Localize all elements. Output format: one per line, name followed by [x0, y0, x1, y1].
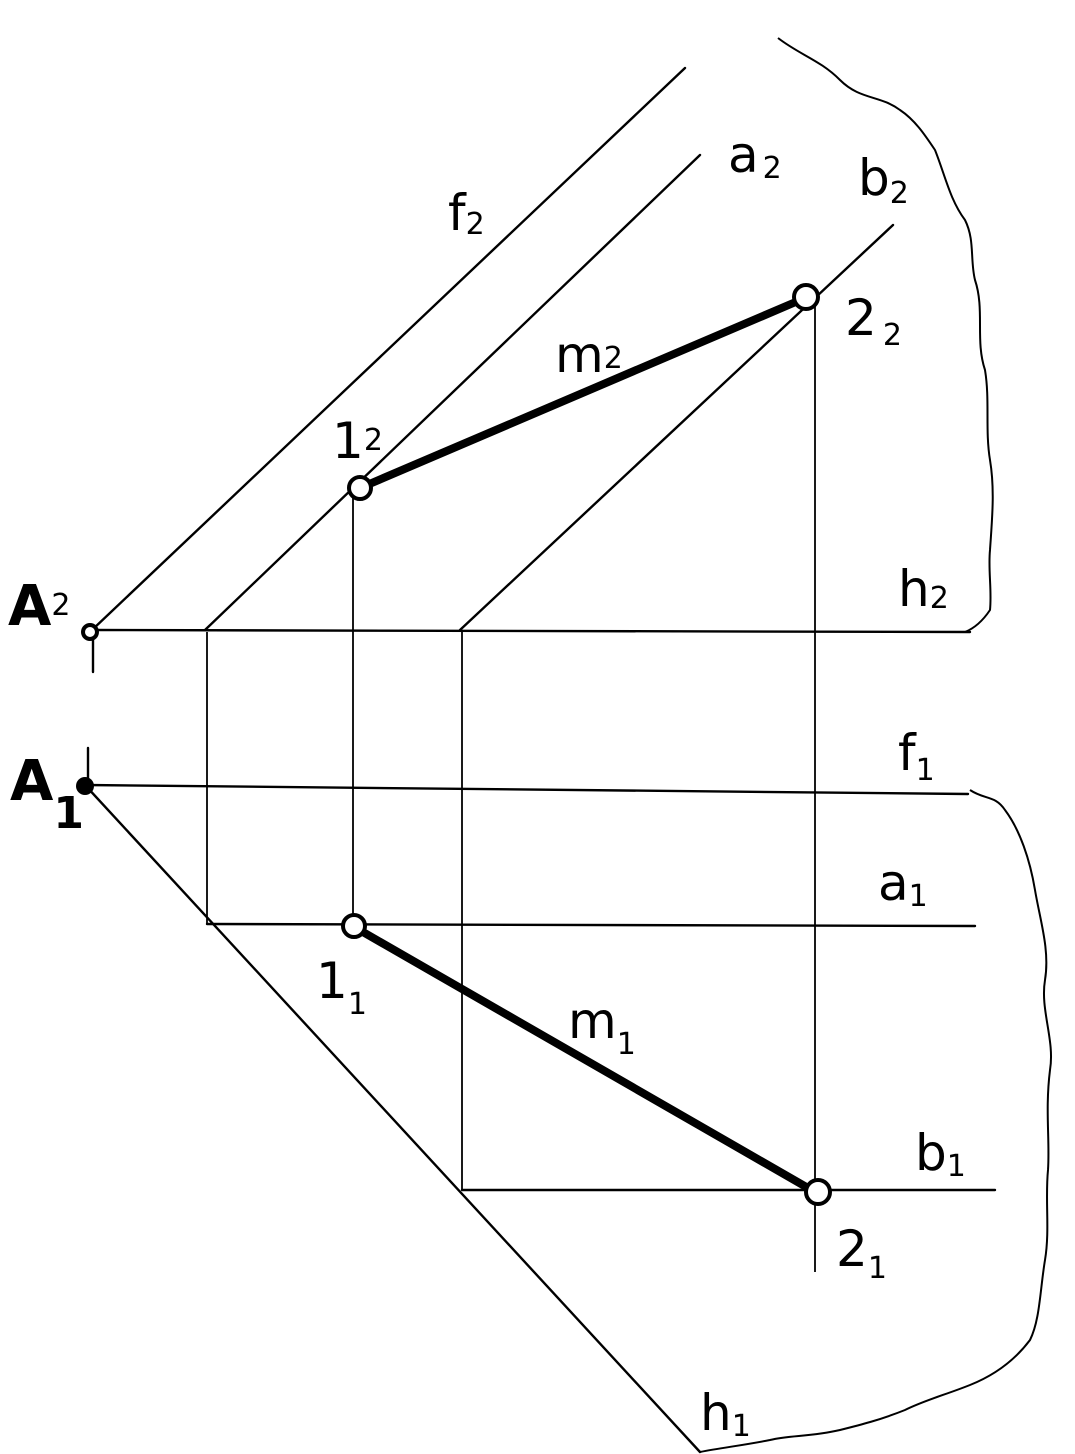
- label-m1: m1: [568, 992, 636, 1062]
- label-h2: h2: [898, 560, 949, 618]
- point-A1: [76, 777, 94, 795]
- point-2-1: [804, 1178, 832, 1206]
- label-A1: A1: [10, 749, 84, 839]
- label-1-1: 11: [316, 952, 367, 1022]
- label-2-1: 21: [836, 1220, 887, 1286]
- label-f1: f1: [898, 724, 935, 788]
- label-a1: a1: [878, 854, 928, 914]
- line-h1: [83, 783, 702, 1454]
- point-1-2: [347, 475, 373, 501]
- point-2-2: [792, 283, 820, 311]
- line-b2: [458, 223, 895, 632]
- line-f1: [83, 783, 970, 796]
- line-a2: [203, 153, 702, 632]
- label-m2: m2: [555, 326, 623, 384]
- point-1-1: [341, 913, 367, 939]
- label-A2: A2: [8, 574, 70, 639]
- sheet-edge-lower: [699, 789, 1052, 1453]
- sheet-edge-upper: [777, 37, 994, 633]
- segment-m1: [352, 924, 819, 1196]
- segment-m2: [356, 294, 809, 492]
- point-A2: [81, 623, 99, 641]
- label-b2: b2: [858, 149, 909, 211]
- label-f2: f2: [448, 184, 485, 242]
- label-h1: h1: [700, 1384, 751, 1444]
- label-b1: b1: [915, 1124, 966, 1184]
- line-f2: [90, 66, 687, 632]
- line-h2: [90, 628, 972, 634]
- label-1-2: 12: [332, 412, 383, 470]
- line-a1: [205, 922, 977, 928]
